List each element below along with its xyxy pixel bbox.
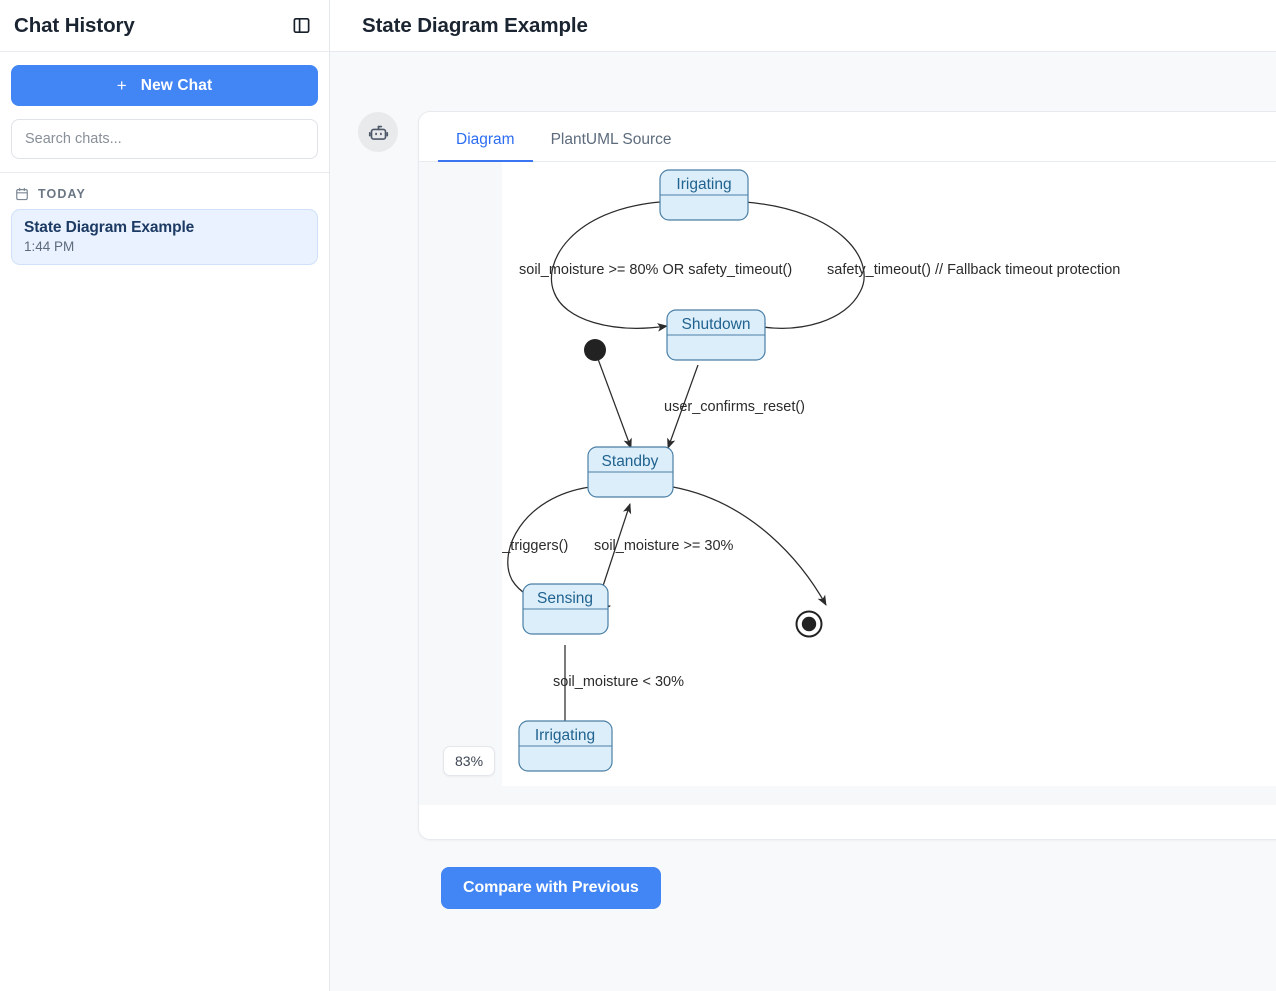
transition-label-4: timer_triggers() — [502, 538, 568, 554]
state-node-irigating-top: Irigating — [659, 169, 749, 221]
transition-labels: soil_moisture >= 80% OR safety_timeout()… — [470, 262, 1120, 690]
tab-diagram[interactable]: Diagram — [438, 112, 533, 162]
chat-item-title: State Diagram Example — [24, 219, 195, 236]
calendar-icon — [15, 187, 29, 201]
chat-item-time: 1:44 PM — [24, 239, 75, 254]
sidebar-header: Chat History — [0, 0, 329, 52]
svg-text:Standby: Standby — [602, 453, 659, 470]
search-wrapper — [11, 119, 318, 159]
main-header: State Diagram Example — [330, 0, 1276, 52]
card-tabs: Diagram PlantUML Source — [419, 112, 1276, 162]
diagram-canvas[interactable]: Irigating Shutdown — [419, 162, 1276, 805]
transition-label-0: soil_moisture >= 80% OR safety_timeout() — [519, 262, 792, 278]
final-state-node — [795, 610, 823, 638]
svg-text:Sensing: Sensing — [537, 590, 593, 607]
chat-list-item[interactable]: State Diagram Example 1:44 PM — [11, 209, 318, 265]
plus-icon: + — [116, 75, 127, 95]
transition-label-7: soil_moisture < 30% — [553, 674, 684, 690]
zoom-level-badge[interactable]: 83% — [443, 746, 496, 776]
state-node-shutdown: Shutdown — [666, 309, 766, 361]
card-footer — [419, 805, 1276, 839]
compare-with-previous-button[interactable]: Compare with Previous — [441, 867, 661, 909]
svg-text:Shutdown: Shutdown — [682, 316, 751, 333]
transition-label-2: user_confirms_reset() — [664, 399, 805, 415]
chat-group-header: TODAY — [0, 173, 329, 209]
svg-text:Irrigating: Irrigating — [535, 727, 595, 744]
initial-state-node — [584, 339, 606, 361]
panel-left-icon[interactable] — [288, 13, 314, 39]
state-node-irrigating-bottom: Irrigating — [518, 720, 613, 772]
tab-diagram-label: Diagram — [456, 131, 515, 148]
tab-plantuml-source-label: PlantUML Source — [550, 131, 672, 148]
tab-plantuml-source[interactable]: PlantUML Source — [533, 112, 690, 162]
assistant-message: Diagram PlantUML Source — [330, 52, 1276, 840]
sidebar: Chat History + New Chat — [0, 0, 330, 991]
svg-text:Irigating: Irigating — [676, 176, 731, 193]
state-node-standby: Standby — [587, 446, 674, 498]
transition-label-5: soil_moisture >= 30% — [594, 538, 734, 554]
sidebar-actions: + New Chat — [0, 52, 329, 173]
new-chat-label: New Chat — [140, 76, 213, 94]
conversation-area: Diagram PlantUML Source — [330, 52, 1276, 991]
compare-row: Compare with Previous — [330, 840, 1276, 909]
diagram-card: Diagram PlantUML Source — [418, 111, 1276, 840]
chat-list: State Diagram Example 1:44 PM — [0, 209, 329, 265]
search-input[interactable] — [11, 119, 318, 159]
diagram-edges — [507, 201, 865, 733]
page-title: State Diagram Example — [362, 13, 588, 37]
robot-icon — [358, 112, 398, 152]
sidebar-title: Chat History — [14, 13, 135, 37]
main-panel: State Diagram Example — [330, 0, 1276, 991]
chat-group-label: TODAY — [38, 187, 86, 201]
diagram-surface: Irigating Shutdown — [470, 162, 1276, 786]
transition-label-1: safety_timeout() // Fallback timeout pro… — [827, 262, 1120, 278]
new-chat-button[interactable]: + New Chat — [11, 65, 318, 106]
state-diagram-svg: Irigating Shutdown — [470, 169, 1120, 772]
state-node-sensing: Sensing — [522, 583, 609, 635]
